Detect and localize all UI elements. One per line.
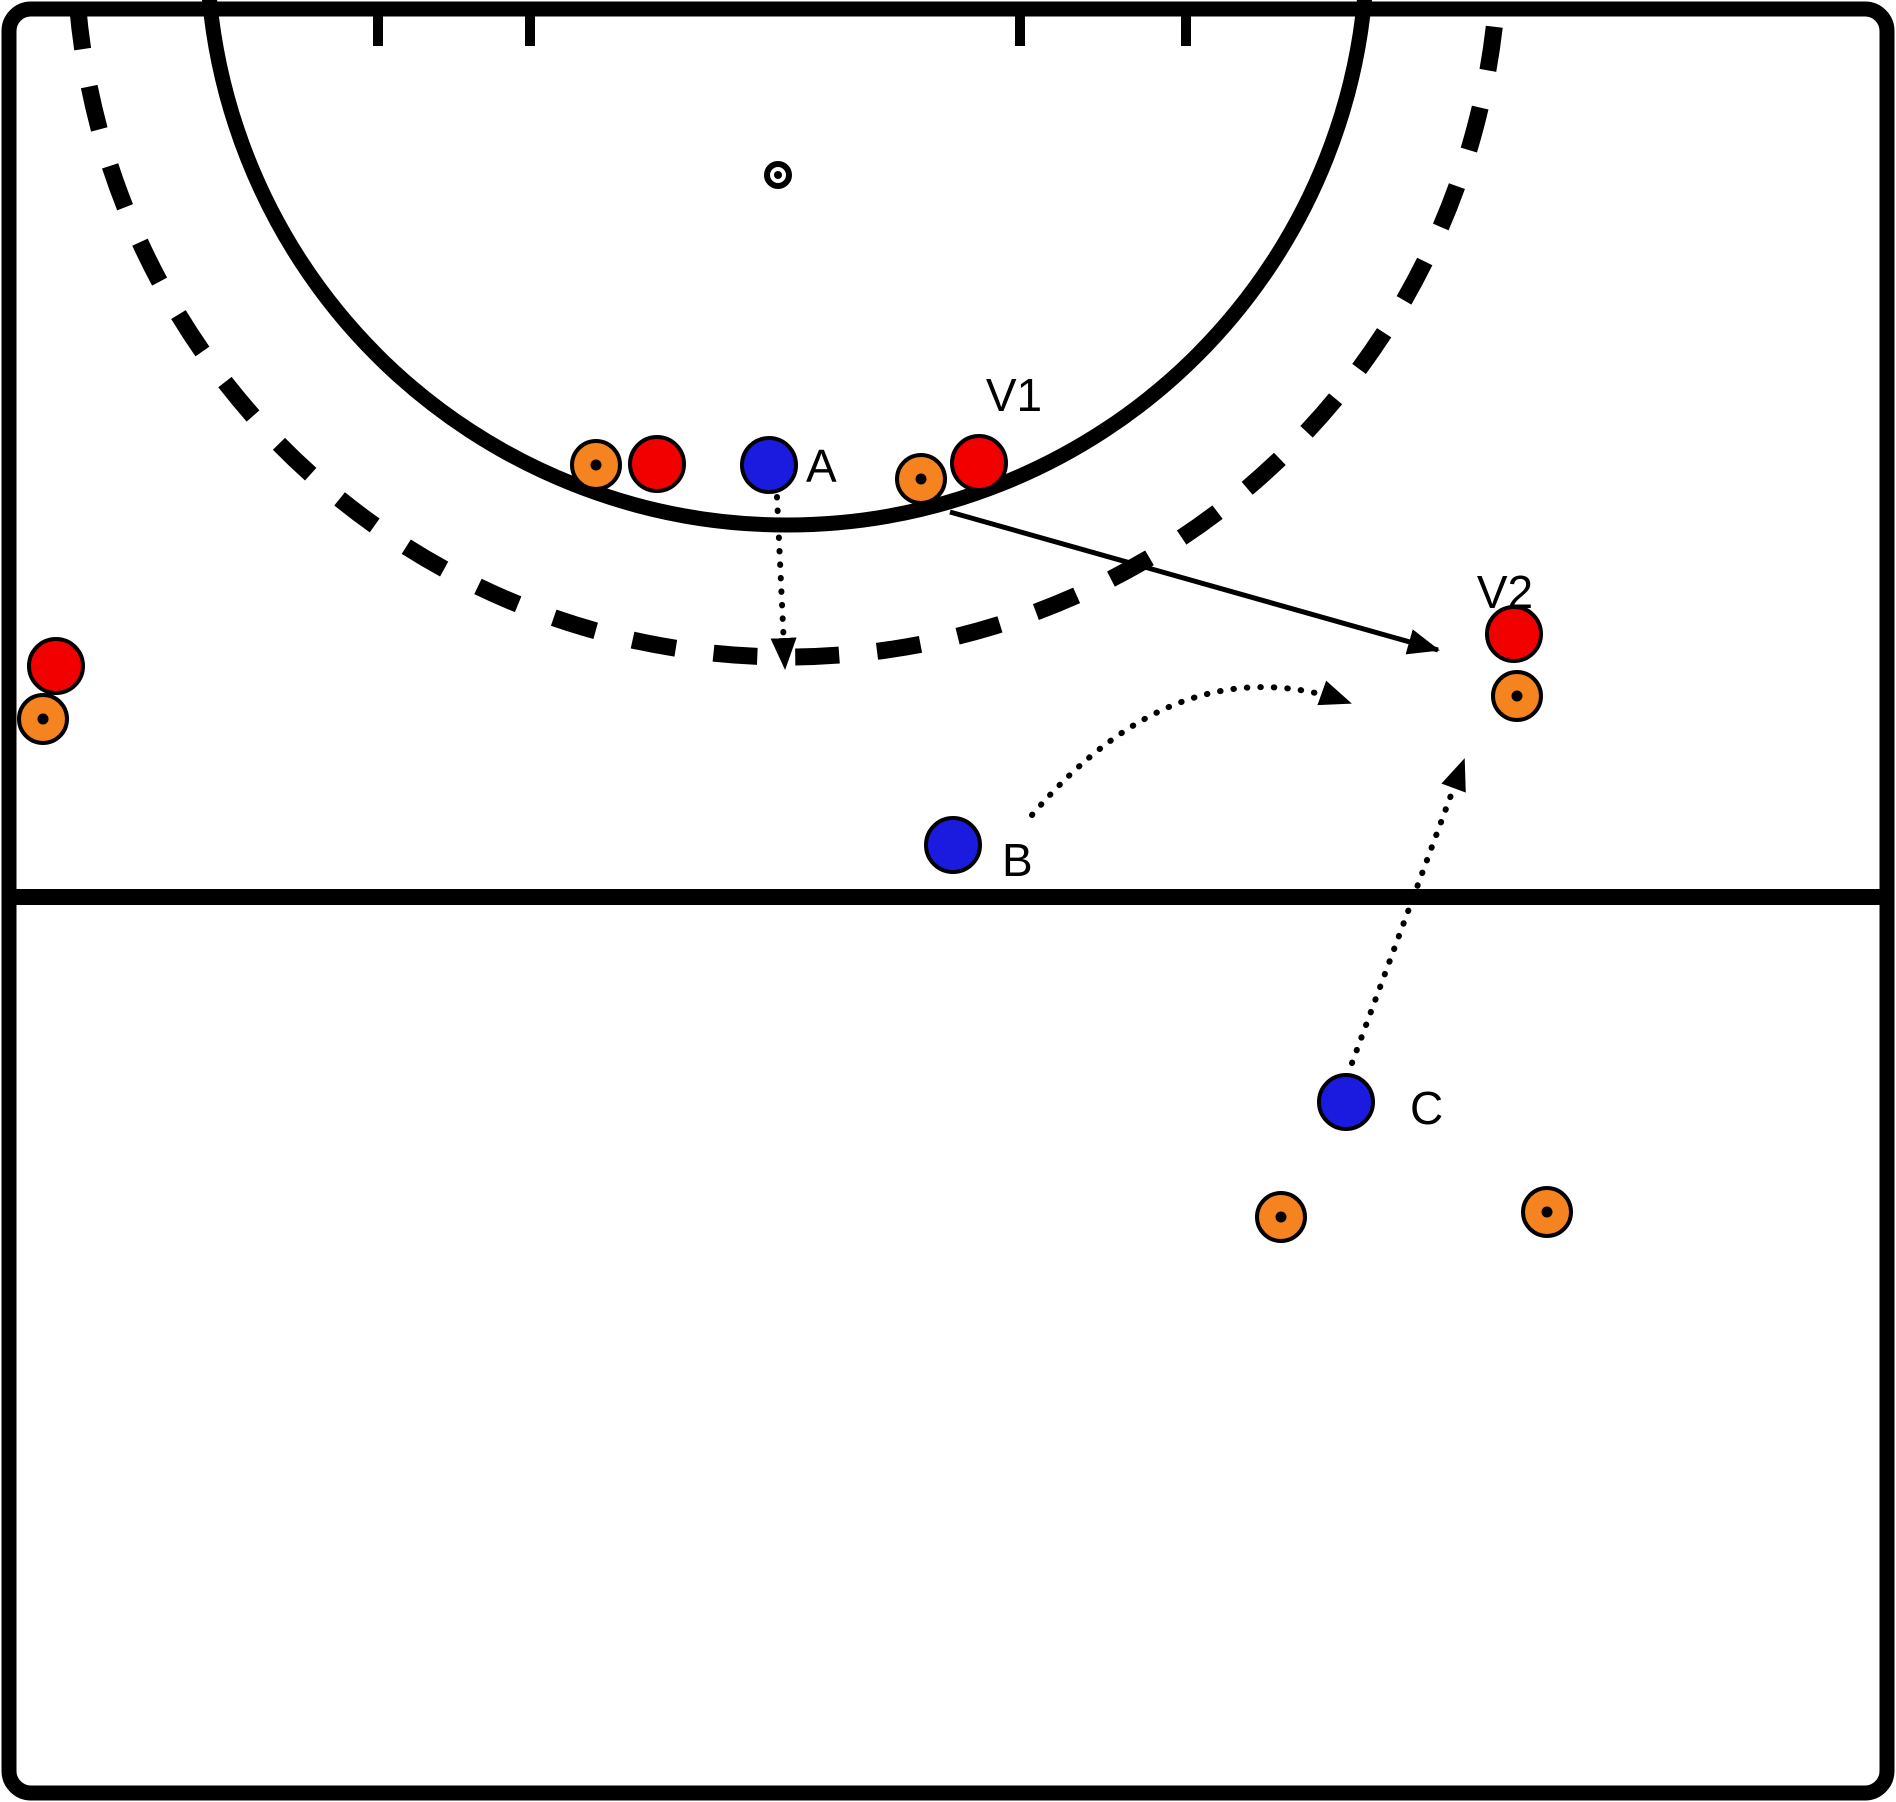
- ball-marker: [17, 693, 69, 745]
- ball-center-dot: [37, 713, 49, 725]
- ball-marker: [895, 453, 947, 505]
- marker-label-c: C: [1410, 1082, 1443, 1134]
- penalty-spot-dot: [774, 171, 782, 179]
- player-disc: [740, 436, 798, 494]
- opponent-marker-v2: V2: [1477, 566, 1543, 663]
- run-arrow-b: [1029, 680, 1353, 818]
- opponent-marker-v1: V1: [950, 369, 1042, 492]
- pass-arrow-v1-v2: [949, 509, 1440, 655]
- player-marker-b: B: [924, 816, 1033, 886]
- penalty-spot: [764, 161, 792, 189]
- ball-center-dot: [1511, 690, 1523, 702]
- run-arrow-a: [770, 494, 797, 671]
- opponent-disc: [27, 637, 85, 695]
- opponent-marker: [27, 637, 85, 695]
- marker-label-b: B: [1002, 834, 1033, 886]
- arrows-layer: [770, 494, 1467, 1066]
- ball-marker: [1521, 1186, 1573, 1238]
- broken-circle: [68, 0, 1506, 666]
- ball-marker: [1255, 1191, 1307, 1243]
- ball-center-dot: [1541, 1206, 1553, 1218]
- player-marker-c: C: [1317, 1073, 1443, 1134]
- shooting-circle: [202, 0, 1372, 533]
- run-arrow-c: [1349, 757, 1467, 1066]
- marker-label-a: A: [806, 440, 837, 492]
- opponent-disc: [628, 435, 686, 493]
- player-disc: [924, 816, 982, 874]
- ball-center-dot: [915, 473, 927, 485]
- top-tick-marks: [373, 10, 1191, 46]
- ball-marker: [570, 439, 622, 491]
- opponent-marker: [628, 435, 686, 493]
- player-marker-a: A: [740, 436, 837, 494]
- player-disc: [1317, 1073, 1375, 1131]
- opponent-disc: [950, 434, 1008, 492]
- marker-label-v1: V1: [986, 369, 1042, 421]
- ball-center-dot: [1275, 1211, 1287, 1223]
- ball-center-dot: [590, 459, 602, 471]
- opponent-disc: [1485, 605, 1543, 663]
- marker-label-v2: V2: [1477, 566, 1533, 618]
- ball-marker: [1491, 670, 1543, 722]
